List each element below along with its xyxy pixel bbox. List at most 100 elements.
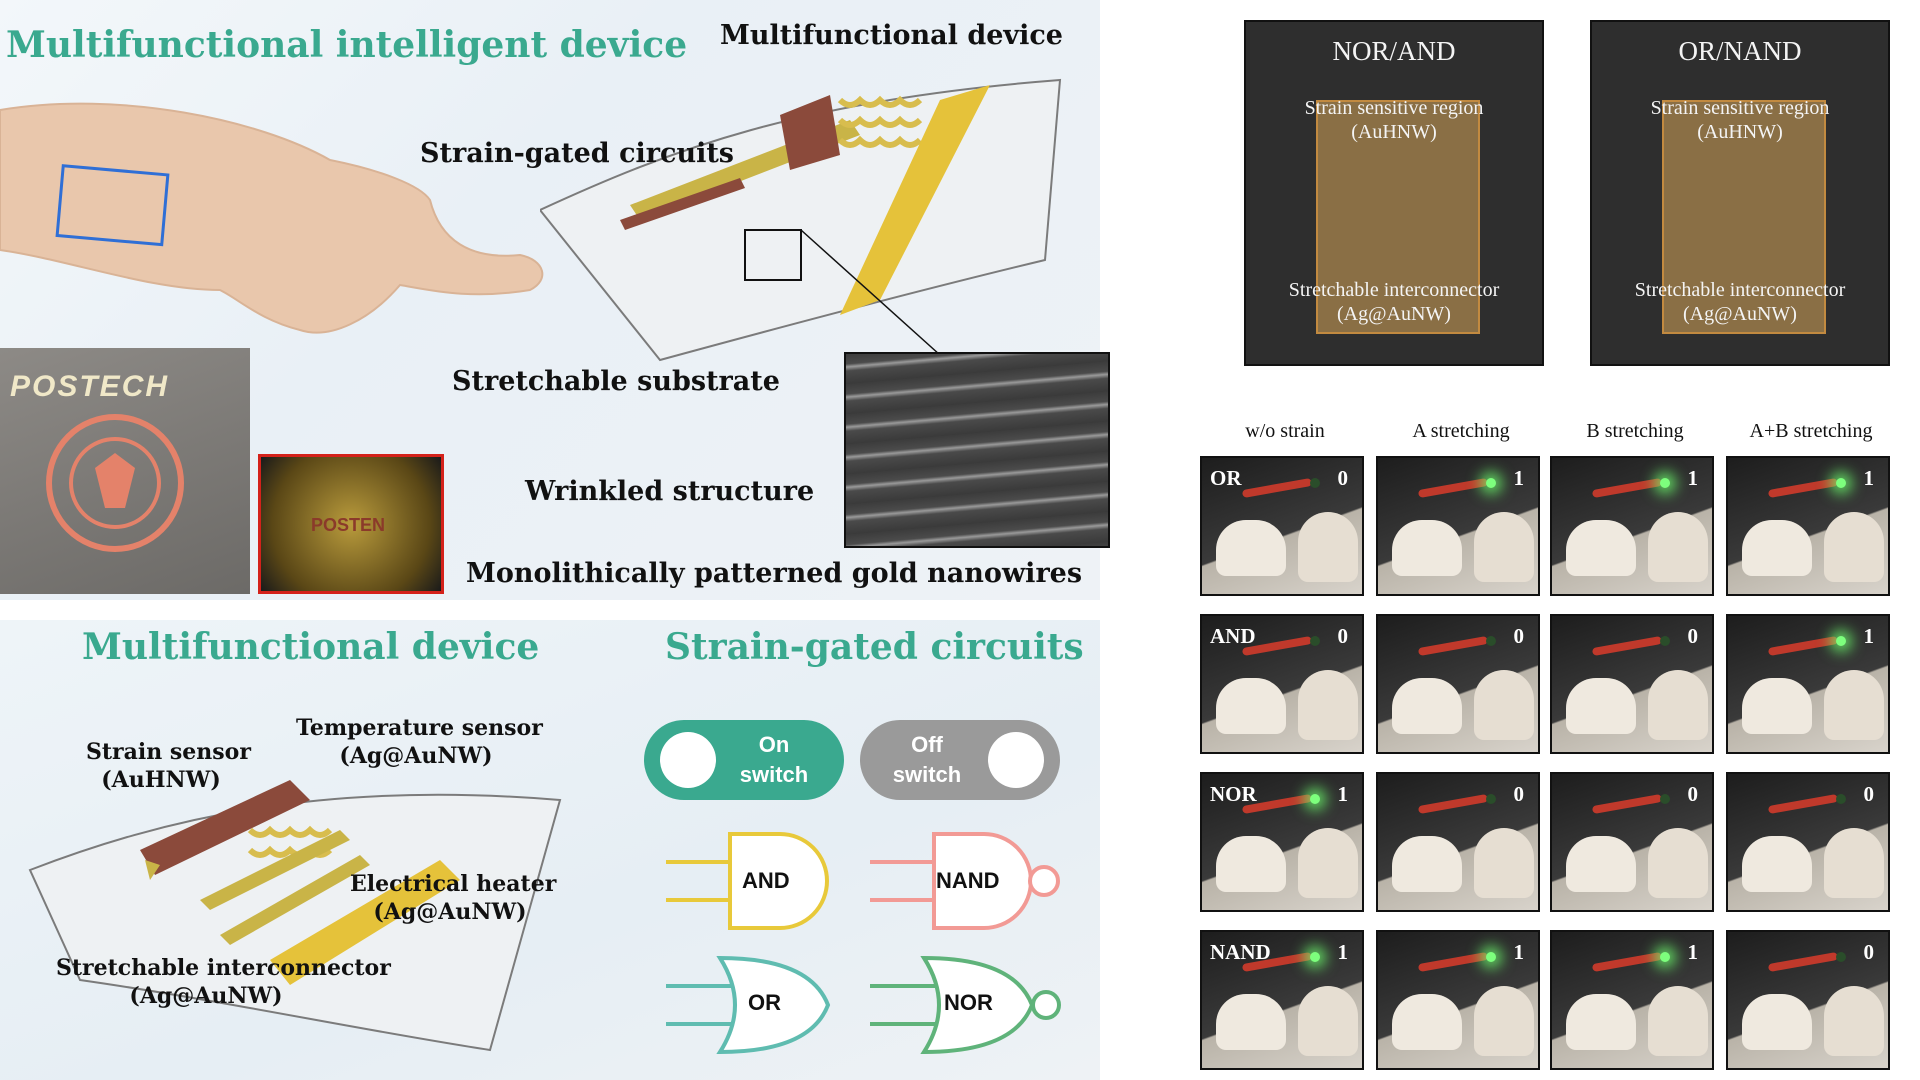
gate-row-label: NOR [1210, 782, 1257, 806]
or-nand-device-photo: OR/NAND Strain sensitive region (AuHNW) … [1590, 20, 1890, 366]
wrinkled-label: Wrinkled structure [525, 476, 815, 507]
alligator-clip-icon [1591, 951, 1663, 973]
photo-left-title: NOR/AND [1332, 36, 1456, 66]
gate-output-value: 0 [1513, 782, 1525, 806]
gate-output-value: 1 [1863, 466, 1875, 490]
off-switch-text: Off switch [872, 730, 982, 790]
photo-right-interconnector-mat: (Ag@AuNW) [1683, 303, 1797, 325]
photo-right-region-mat: (AuHNW) [1697, 121, 1783, 143]
on-switch-line2: switch [739, 762, 809, 787]
strain-sensor-material: (AuHNW) [101, 767, 221, 793]
glove-hand-right [1298, 670, 1358, 740]
temperature-sensor-material: (Ag@AuNW) [339, 743, 493, 769]
glove-hand-left [1566, 678, 1636, 734]
nand-gate-label: NAND [936, 868, 1000, 893]
glove-hand-left [1742, 520, 1812, 576]
university-seal [46, 414, 184, 552]
postech-logo-text: POSTECH [10, 370, 170, 403]
led-indicator-icon [1660, 952, 1670, 962]
glove-hand-left [1742, 994, 1812, 1050]
alligator-clip-icon [1417, 951, 1489, 973]
led-indicator-icon [1660, 478, 1670, 488]
column-header-ab-stretching: A+B stretching [1749, 420, 1873, 442]
led-indicator-icon [1310, 478, 1320, 488]
gate-output-value: 1 [1513, 466, 1525, 490]
glove-hand-left [1216, 678, 1286, 734]
glove-hand-left [1392, 678, 1462, 734]
gate-output-value: 0 [1513, 624, 1525, 648]
gate-output-value: 0 [1863, 782, 1875, 806]
glove-hand-right [1648, 986, 1708, 1056]
gate-row-label: AND [1210, 624, 1256, 648]
device-title-label: Multifunctional device [720, 20, 1063, 51]
led-indicator-icon [1836, 794, 1846, 804]
alligator-clip-icon [1591, 793, 1663, 815]
grid-photo-cell: 0 [1376, 614, 1540, 754]
photo-left-interconnector-label: Stretchable interconnector (Ag@AuNW) [1246, 278, 1542, 326]
electrical-heater-label: Electrical heater (Ag@AuNW) [350, 870, 557, 926]
grid-photo-cell: NAND 1 [1200, 930, 1364, 1070]
temperature-sensor-label: Temperature sensor (Ag@AuNW) [296, 714, 543, 770]
alligator-clip-icon [1767, 793, 1839, 815]
temperature-sensor-name: Temperature sensor [296, 715, 543, 741]
glove-hand-left [1566, 520, 1636, 576]
and-gate-symbol [666, 832, 829, 930]
led-indicator-icon [1836, 952, 1846, 962]
grid-photo-cell: 0 [1550, 614, 1714, 754]
column-header-a-stretching: A stretching [1412, 420, 1510, 442]
photo-left-interconnector: Stretchable interconnector [1288, 279, 1500, 301]
grid-photo-cell: 0 [1376, 772, 1540, 912]
glove-hand-right [1824, 986, 1884, 1056]
or-gate-label: OR [748, 990, 781, 1015]
or-gate-symbol [666, 955, 831, 1055]
alligator-clip-icon [1241, 477, 1313, 499]
photo-right-region: Strain sensitive region [1650, 97, 1830, 119]
gate-output-value: 1 [1513, 940, 1525, 964]
device-substrate [1662, 100, 1826, 334]
off-switch: Off switch [860, 720, 1060, 800]
grid-photo-cell: 1 [1376, 456, 1540, 596]
led-indicator-icon [1836, 478, 1846, 488]
gate-output-value: 1 [1863, 624, 1875, 648]
led-indicator-icon [1486, 636, 1496, 646]
grid-photo-cell: AND 0 [1200, 614, 1364, 754]
led-indicator-icon [1310, 794, 1320, 804]
off-switch-knob [988, 732, 1044, 788]
grid-photo-cell: 0 [1726, 772, 1890, 912]
glove-hand-left [1566, 994, 1636, 1050]
glove-hand-right [1648, 512, 1708, 582]
led-indicator-icon [1486, 794, 1496, 804]
led-indicator-icon [1660, 636, 1670, 646]
grid-photo-cell: OR 0 [1200, 456, 1364, 596]
gate-output-value: 0 [1337, 624, 1349, 648]
device-sheet-illustration [540, 78, 1062, 362]
gate-row-label: OR [1210, 466, 1242, 490]
grid-photo-cell: 1 [1550, 456, 1714, 596]
strain-gated-circuits-title: Strain-gated circuits [665, 626, 1084, 668]
on-switch-knob [660, 732, 716, 788]
glove-hand-left [1742, 678, 1812, 734]
electrical-heater-name: Electrical heater [350, 871, 557, 897]
photo-left-region: Strain sensitive region [1304, 97, 1484, 119]
glove-hand-right [1824, 828, 1884, 898]
grid-photo-cell: 1 [1726, 456, 1890, 596]
column-header-b-stretching: B stretching [1586, 420, 1684, 442]
device-layout-illustration [28, 780, 562, 1052]
led-indicator-icon [1310, 952, 1320, 962]
strain-sensor-label: Strain sensor (AuHNW) [86, 738, 251, 794]
on-switch-line1: On [758, 732, 790, 757]
gate-output-value: 0 [1687, 782, 1699, 806]
interconnector-material: (Ag@AuNW) [129, 983, 283, 1009]
substrate-label: Stretchable substrate [452, 366, 780, 397]
on-switch: On switch [644, 720, 844, 800]
gate-output-value: 0 [1337, 466, 1349, 490]
nor-gate-label: NOR [944, 990, 993, 1015]
photo-left-region-mat: (AuHNW) [1351, 121, 1437, 143]
glove-hand-left [1216, 994, 1286, 1050]
photo-left-region-label: Strain sensitive region (AuHNW) [1246, 96, 1542, 144]
gate-row-label: NAND [1210, 940, 1271, 964]
interconnector-label: Stretchable interconnector (Ag@AuNW) [56, 954, 391, 1010]
gate-output-value: 1 [1687, 940, 1699, 964]
gate-output-value: 1 [1337, 940, 1349, 964]
